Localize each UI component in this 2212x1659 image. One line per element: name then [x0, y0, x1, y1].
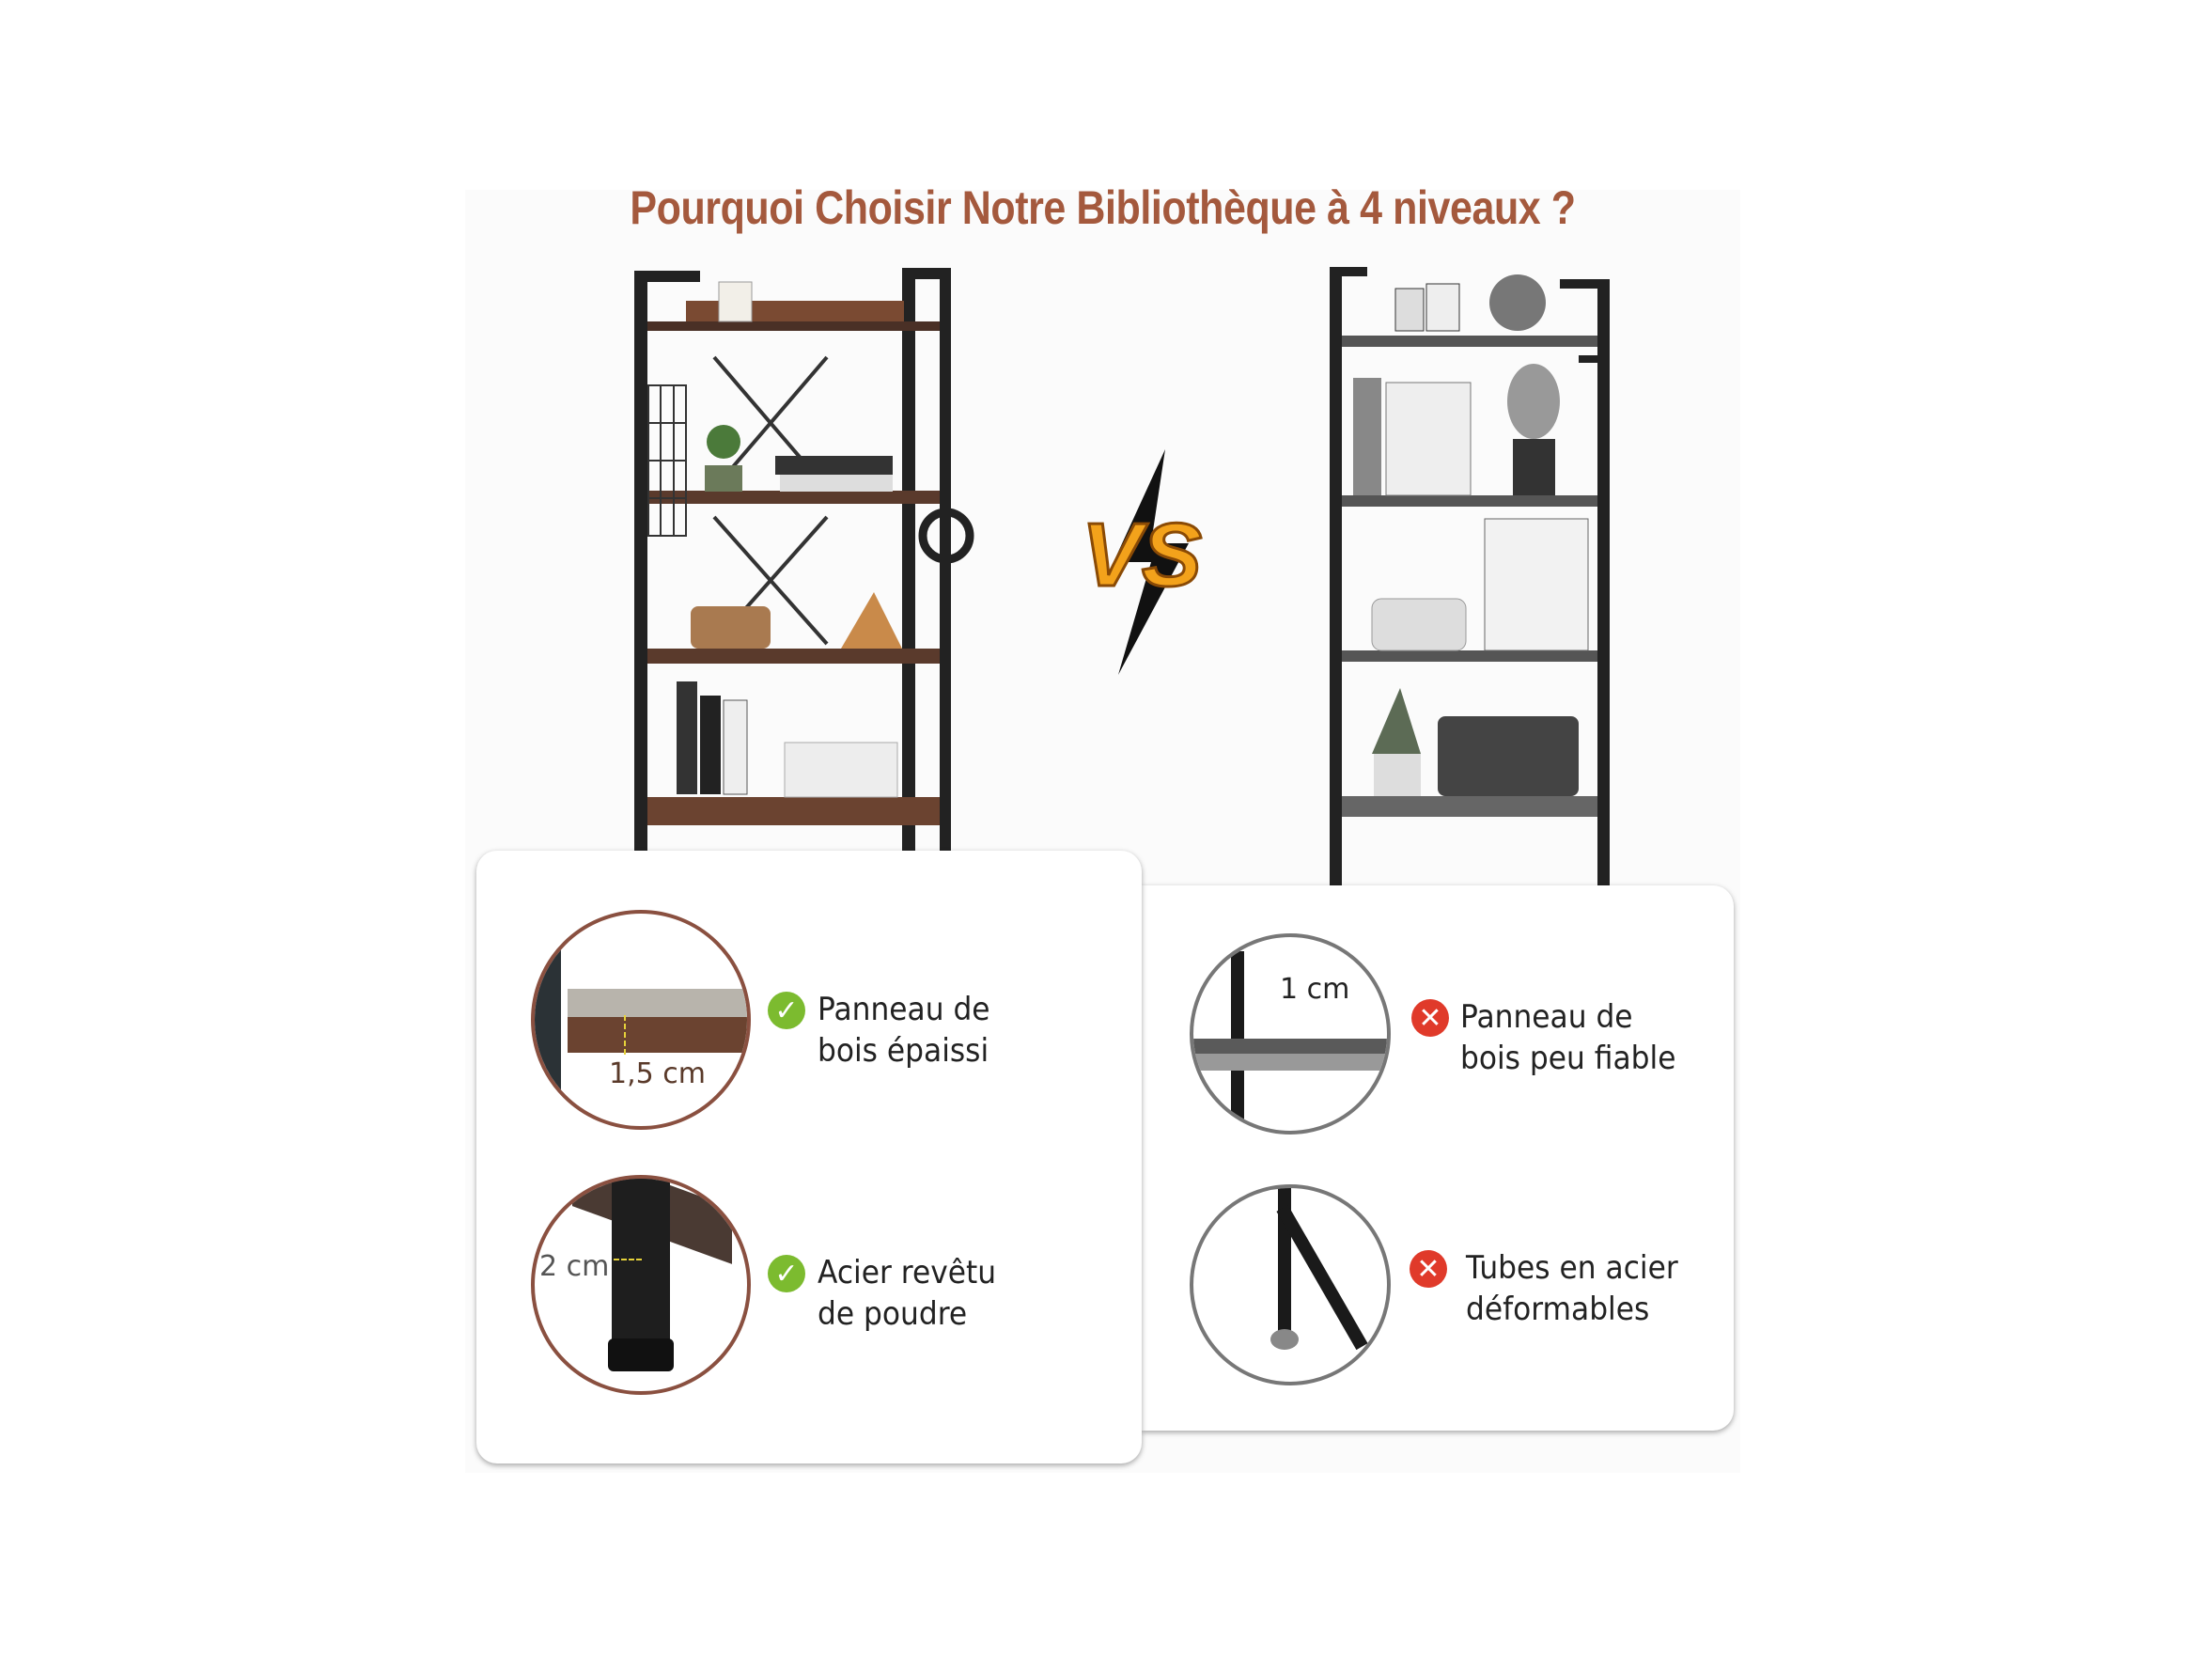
feature-line: Acier revêtu: [818, 1254, 997, 1291]
feature-line: bois peu fiable: [1460, 1040, 1676, 1077]
shelf-thickness-closeup: [531, 910, 751, 1130]
feature-text: Tubes en acier déformables: [1466, 1247, 1678, 1330]
cross-icon: ✕: [1410, 1250, 1447, 1288]
cross-icon: ✕: [1411, 999, 1449, 1037]
feature-line: de poudre: [818, 1295, 968, 1333]
measure-label: 2 cm: [539, 1250, 610, 1283]
check-icon: ✓: [768, 1255, 805, 1292]
feature-text: Panneau de bois épaissi: [818, 989, 990, 1072]
page-title: Pourquoi Choisir Notre Bibliothèque à 4 …: [630, 181, 1576, 234]
steel-tube-closeup: [531, 1175, 751, 1395]
our-bookshelf-image: [634, 268, 974, 855]
feature-text: Panneau de bois peu fiable: [1460, 996, 1675, 1079]
deformable-tube-closeup: [1190, 1184, 1391, 1385]
feature-line: Panneau de: [818, 991, 990, 1028]
feature-line: bois épaissi: [818, 1032, 989, 1070]
vs-label: VS: [1082, 505, 1202, 605]
feature-line: Tubes en acier: [1466, 1249, 1678, 1287]
feature-text: Acier revêtu de poudre: [818, 1252, 996, 1335]
competitor-bookshelf-image: [1330, 267, 1610, 890]
feature-line: déformables: [1466, 1291, 1650, 1328]
check-icon: ✓: [768, 992, 805, 1029]
thin-panel-closeup: [1190, 933, 1391, 1135]
vs-lightning-icon: VS: [1080, 449, 1204, 675]
feature-line: Panneau de: [1460, 998, 1633, 1036]
measure-label: 1 cm: [1280, 973, 1350, 1006]
measure-label: 1,5 cm: [609, 1057, 706, 1090]
